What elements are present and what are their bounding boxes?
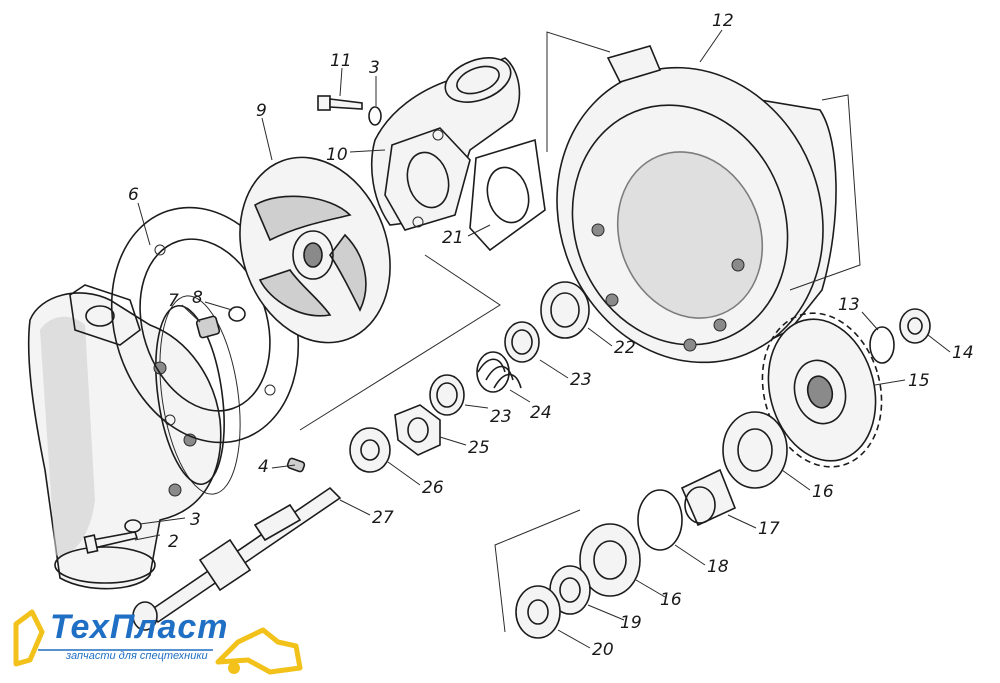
label-6: 6	[128, 185, 139, 205]
callouts: 2 3 4 6 7 8 9 10 11 3 12 13 14 15 16 17	[128, 11, 974, 660]
logo-tagline: запчасти для спецтехники	[66, 650, 208, 662]
spacer-23-upper	[504, 321, 540, 363]
bracket-shaft	[299, 254, 501, 431]
label-16-right: 16	[812, 482, 834, 502]
label-23-upper: 23	[570, 370, 592, 390]
label-22: 22	[614, 338, 636, 358]
label-23-lower: 23	[490, 407, 512, 427]
label-8: 8	[192, 288, 203, 308]
excavator-logo-graphic	[13, 609, 303, 675]
label-2: 2	[168, 532, 179, 552]
label-24: 24	[530, 403, 552, 423]
impeller-9	[239, 156, 391, 344]
label-7: 7	[168, 291, 179, 311]
pump-housing	[27, 284, 241, 590]
nut-20	[515, 585, 561, 639]
bolt-11	[317, 95, 363, 111]
bracket-lower	[494, 509, 581, 633]
plate-25	[394, 404, 441, 456]
label-18: 18	[707, 557, 729, 577]
label-16-lower: 16	[660, 590, 682, 610]
label-3-lower: 3	[190, 510, 201, 530]
label-4: 4	[258, 457, 269, 477]
bearing-22	[540, 281, 590, 339]
label-15: 15	[908, 371, 930, 391]
nut-14	[899, 308, 931, 344]
sleeve-17	[680, 468, 737, 527]
bearing-16-lower	[579, 523, 641, 597]
gear-15	[761, 312, 883, 468]
bracket-right	[789, 94, 861, 291]
bolt-2	[83, 531, 139, 554]
key-7	[195, 315, 221, 339]
ring-8	[228, 306, 246, 322]
label-20: 20	[592, 640, 614, 660]
label-13: 13	[838, 295, 860, 315]
techplast-logo: ТехПласт запчасти для спецтехники	[8, 602, 308, 680]
snap-ring-18	[637, 489, 683, 551]
bearing-16-right	[722, 411, 788, 489]
label-10: 10	[326, 145, 348, 165]
label-25: 25	[468, 438, 490, 458]
bracket-upper	[546, 31, 611, 152]
washer-3-upper	[368, 106, 382, 126]
label-14: 14	[952, 343, 974, 363]
label-11: 11	[330, 51, 352, 71]
label-3-upper: 3	[369, 58, 380, 78]
label-26: 26	[422, 478, 444, 498]
washer-26	[349, 427, 391, 473]
shaft-27	[132, 486, 342, 631]
pipe-elbow-10	[370, 57, 521, 231]
key-4	[286, 457, 306, 473]
spring-24	[476, 351, 522, 393]
label-17: 17	[758, 519, 780, 539]
label-12: 12	[712, 11, 734, 31]
label-27: 27	[372, 508, 394, 528]
washer-19	[549, 565, 591, 615]
logo-name: ТехПласт	[50, 608, 229, 646]
gasket-21	[469, 138, 546, 252]
lockwasher-13	[869, 326, 895, 364]
label-19: 19	[620, 613, 642, 633]
label-21: 21	[442, 228, 464, 248]
housing-cover-12	[556, 45, 837, 364]
spacer-23-lower	[429, 374, 465, 416]
label-9: 9	[256, 101, 267, 121]
washer-3-lower	[124, 519, 142, 533]
